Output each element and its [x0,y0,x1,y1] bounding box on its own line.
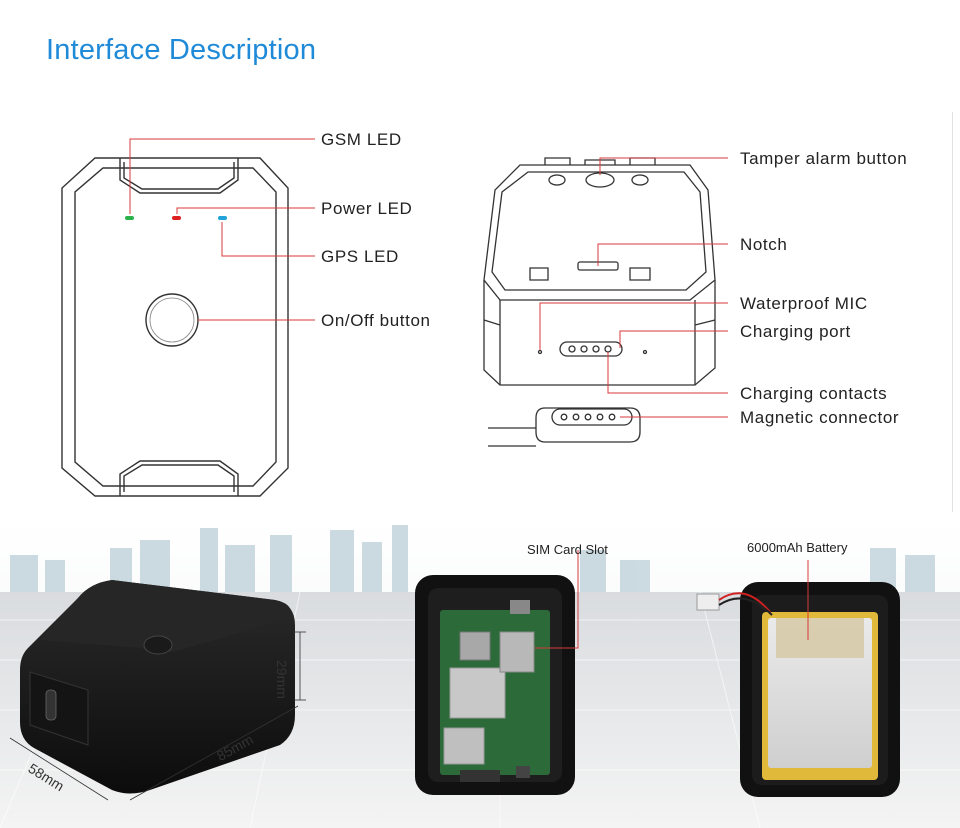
city-skyline [10,525,935,595]
gps-led [218,216,227,220]
pcb-photo [415,575,575,795]
charging-contacts-label: Charging contacts [740,384,888,403]
sim-callout [535,550,579,649]
power-led-label: Power LED [321,199,413,218]
magnetic-connector-drawing [488,407,641,447]
dimension-lines [9,631,306,801]
tamper-alarm-label: Tamper alarm button [740,149,908,168]
power-led [172,216,181,220]
battery-label: 6000mAh Battery [747,540,848,555]
device-photo [20,580,295,794]
back-device-drawing [483,157,716,386]
gsm-led-label: GSM LED [321,130,402,149]
onoff-button-label: On/Off button [321,311,431,330]
right-divider [952,112,953,512]
magnetic-connector-label: Magnetic connector [740,408,900,427]
battery-photo [696,582,900,797]
front-device-drawing [61,157,289,497]
front-callouts [129,138,315,321]
gsm-led [125,216,134,220]
sim-card-slot-label: SIM Card Slot [527,542,608,557]
height-dimension: 29mm [274,660,290,699]
page-title: Interface Description [46,34,317,66]
charging-port-label: Charging port [740,322,851,341]
front-leds [125,216,227,220]
back-callouts [539,157,728,418]
gps-led-label: GPS LED [321,247,399,266]
waterproof-mic-label: Waterproof MIC [740,294,868,313]
notch-label: Notch [740,235,788,254]
